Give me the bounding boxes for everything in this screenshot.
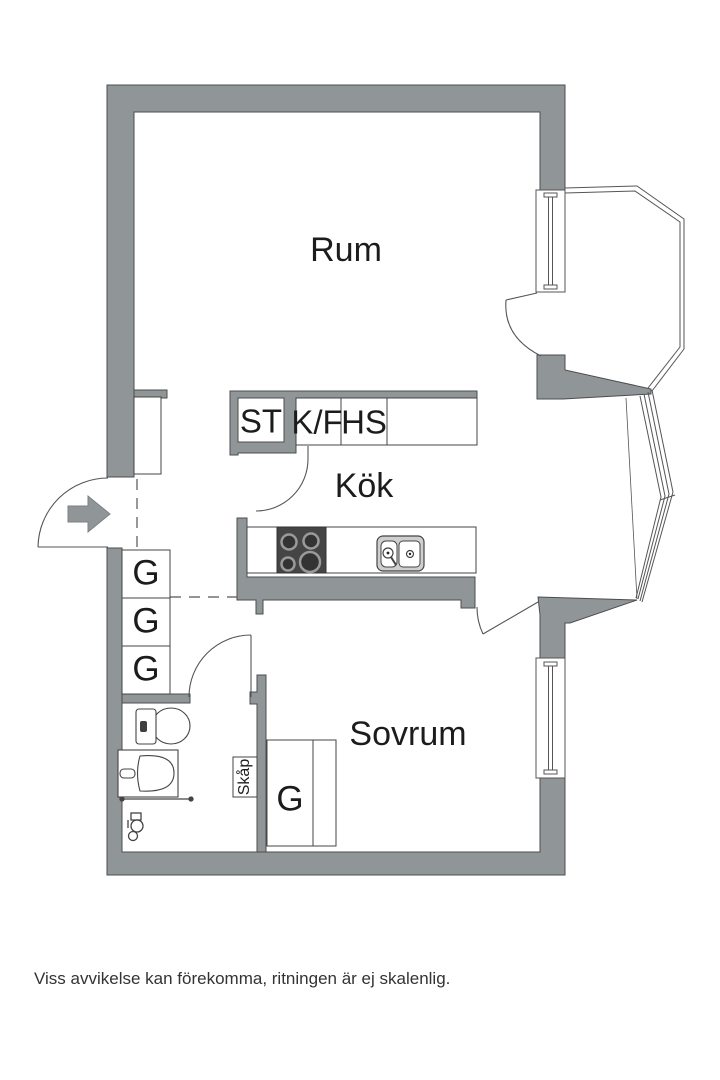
- bedroom-door: [476, 601, 539, 635]
- wardrobe-label-g2: G: [132, 601, 160, 641]
- bedroom-closet: [266, 739, 337, 847]
- skap-box: [232, 756, 258, 798]
- walls: [106, 84, 652, 876]
- stove: [276, 526, 327, 574]
- room-label-sovrum: Sovrum: [349, 715, 467, 753]
- room-label-kok: Kök: [334, 467, 394, 505]
- wall-kitchen-corner: [537, 596, 638, 659]
- skap-label: Skåp: [236, 758, 253, 796]
- kitchen-sink: [376, 535, 425, 572]
- shower-mixer: [127, 812, 144, 842]
- rum-window: [535, 189, 566, 293]
- stove-burners: [280, 532, 322, 574]
- kitchen-door: [255, 446, 309, 512]
- hall-wardrobes: [121, 549, 171, 695]
- balcony-door: [505, 292, 542, 357]
- wall-bay-divider: [536, 354, 652, 400]
- bathroom-fixtures: [117, 707, 194, 842]
- wall-kitchen-top: [229, 390, 478, 456]
- entry-arrow-icon: [67, 494, 111, 534]
- cabinet-label-hs: HS: [341, 403, 387, 441]
- bathroom-door: [188, 634, 252, 698]
- wall-bathroom-top: [121, 693, 191, 704]
- bathroom-sink: [117, 749, 179, 798]
- toilet: [135, 707, 191, 745]
- kitchen-cabinets: [295, 397, 478, 446]
- cabinet-label-st: ST: [239, 402, 283, 440]
- kitchen-bay-window: [625, 389, 676, 603]
- wall-bathroom-right: [249, 674, 267, 853]
- wardrobe-label-bedroom-g: G: [276, 779, 304, 819]
- bedroom-window: [535, 657, 566, 779]
- hall-niche: [133, 396, 162, 475]
- shower-rail: [119, 796, 194, 802]
- wardrobe-label-g1: G: [132, 553, 160, 593]
- casework: [121, 396, 478, 847]
- wall-upper-perimeter: [106, 84, 566, 478]
- wardrobe-label-g3: G: [132, 649, 160, 689]
- wall-kitchen-bedroom: [236, 517, 476, 615]
- windows: [535, 185, 685, 779]
- disclaimer-text: Viss avvikelse kan förekomma, ritningen …: [34, 969, 451, 988]
- cabinet-label-kf: K/F: [291, 403, 343, 441]
- room-label-rum: Rum: [310, 231, 382, 269]
- entry-door: [37, 477, 109, 548]
- rum-bay-window: [564, 185, 685, 392]
- doors: [37, 292, 542, 698]
